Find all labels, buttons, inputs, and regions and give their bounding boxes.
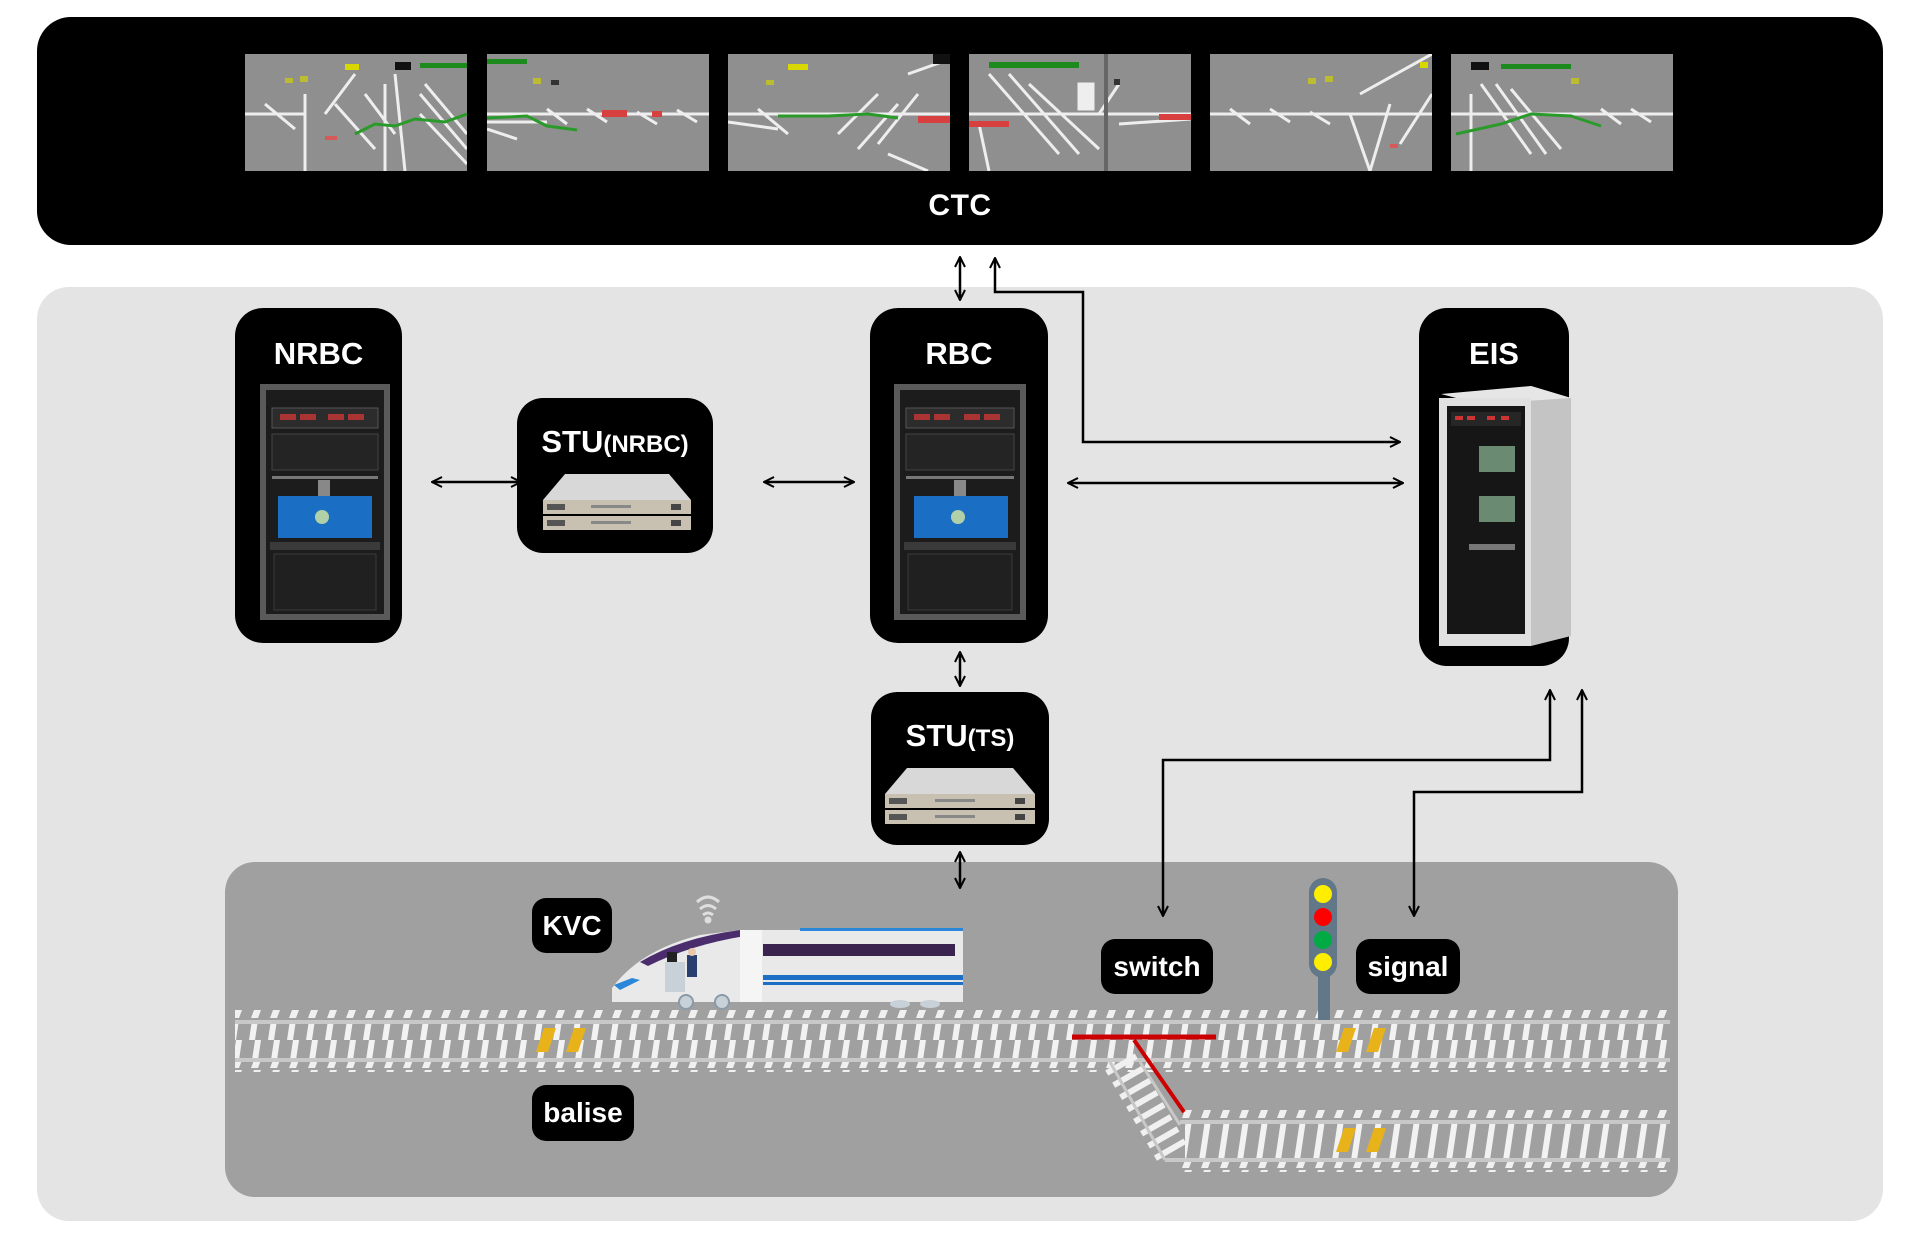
- switch-indicator: [1072, 1034, 1216, 1114]
- rack-server-icon: [543, 474, 691, 530]
- server-cabinet-icon: [1439, 386, 1571, 646]
- stu-nrbc-label: STU(NRBC): [517, 424, 713, 460]
- ctc-label: CTC: [928, 189, 992, 222]
- stu-nrbc-label-sub: (NRBC): [603, 431, 689, 458]
- track-layout-diagram: [1210, 54, 1432, 171]
- arrow-eis-switch: [1163, 690, 1550, 916]
- ctc-panel: CTC: [37, 17, 1883, 245]
- stu-nrbc-label-main: STU: [541, 424, 604, 459]
- eis-node[interactable]: EIS: [1419, 308, 1571, 666]
- nrbc-node[interactable]: NRBC: [235, 308, 402, 643]
- server-rack-icon: [260, 384, 390, 620]
- rbc-label: RBC: [925, 336, 993, 371]
- ctc-screen-5: [1210, 54, 1432, 171]
- stu-nrbc-node[interactable]: STU(NRBC): [517, 398, 713, 553]
- arrow-eis-ctc: [995, 258, 1400, 442]
- signal-icon: [1309, 878, 1337, 1020]
- nrbc-label: NRBC: [273, 336, 364, 371]
- main-track: [235, 1010, 1670, 1072]
- switch-tag: switch: [1101, 939, 1213, 994]
- wifi-icon: [695, 895, 721, 924]
- ctc-screen-2: [487, 54, 709, 171]
- track-layout-diagram: [245, 62, 467, 171]
- stu-ts-label-main: STU: [905, 718, 968, 753]
- stu-ts-label-sub: (TS): [967, 725, 1015, 752]
- branch-track: [1105, 1053, 1670, 1172]
- kvc-tag: KVC: [532, 898, 612, 953]
- ctc-screen-1: [245, 54, 467, 171]
- eis-label: EIS: [1469, 336, 1519, 371]
- signal-light-red: [1314, 908, 1332, 926]
- ctc-screen-6: [1451, 54, 1673, 171]
- rbc-node[interactable]: RBC: [870, 308, 1048, 643]
- signal-light-yellow-bottom: [1314, 953, 1332, 971]
- rack-server-icon: [885, 768, 1035, 824]
- track-layout-diagram: [969, 54, 1191, 171]
- stu-ts-label: STU(TS): [871, 718, 1049, 754]
- signal-light-green: [1314, 931, 1332, 949]
- train-icon: [612, 928, 963, 1010]
- ctc-screen-3: [728, 54, 950, 171]
- signal-light-yellow-top: [1314, 885, 1332, 903]
- track-layout-diagram: [1451, 62, 1673, 171]
- signal-tag: signal: [1356, 939, 1460, 994]
- arrow-eis-signal: [1414, 690, 1582, 916]
- stu-ts-node[interactable]: STU(TS): [871, 692, 1049, 845]
- balise-group-1: [536, 1028, 586, 1052]
- ctc-screen-4: [969, 54, 1191, 171]
- balise-group-2: [1336, 1028, 1386, 1052]
- balise-tag: balise: [532, 1085, 634, 1141]
- server-rack-icon: [894, 384, 1026, 620]
- track-layout-diagram: [728, 54, 950, 171]
- balise-group-3: [1336, 1128, 1386, 1152]
- track-layout-diagram: [487, 59, 709, 141]
